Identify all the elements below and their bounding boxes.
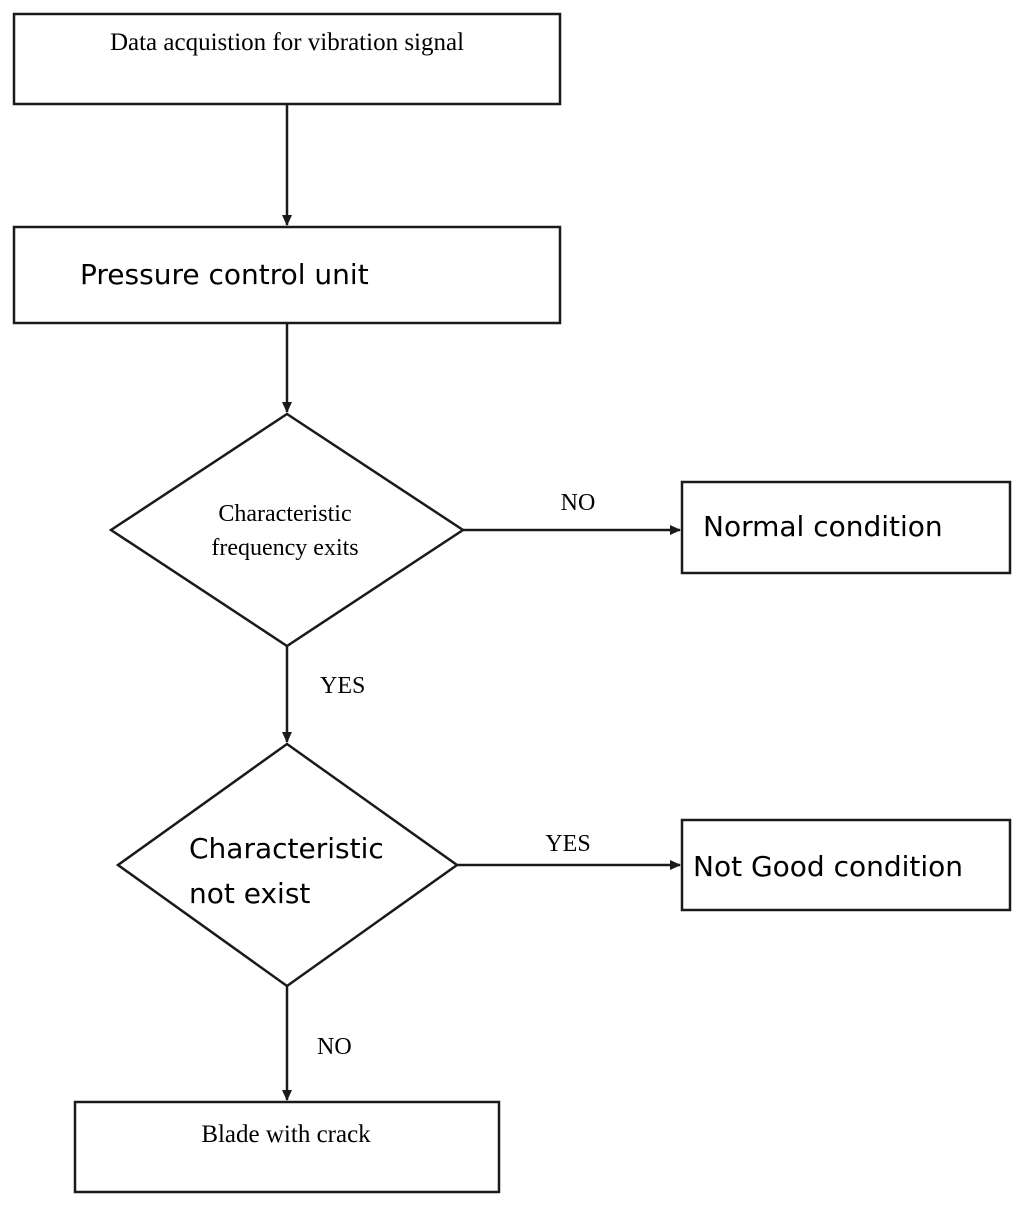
decision2-diamond [115, 742, 460, 988]
notgood-box [680, 818, 1012, 912]
decision1-no-label: NO [561, 490, 596, 516]
decision2-label-line2: not exist [189, 877, 310, 910]
decision1-label-line2: frequency exits [211, 535, 358, 561]
decision1-label-line1: Characteristic [218, 501, 351, 527]
normal-label: Normal condition [703, 510, 943, 543]
decision1-yes-label: YES [320, 673, 365, 699]
acquisition-label: Data acquistion for vibration signal [110, 29, 464, 56]
blade-box [73, 1100, 501, 1194]
notgood-label: Not Good condition [693, 850, 963, 883]
decision1-diamond [108, 412, 466, 648]
pressure-label: Pressure control unit [80, 258, 369, 291]
decision2-no-label: NO [317, 1034, 352, 1060]
normal-box [680, 480, 1012, 575]
decision2-label-line1: Characteristic [189, 832, 384, 865]
decision2-yes-label: YES [545, 831, 590, 857]
acquisition-box [12, 12, 562, 106]
blade-label: Blade with crack [201, 1121, 371, 1148]
